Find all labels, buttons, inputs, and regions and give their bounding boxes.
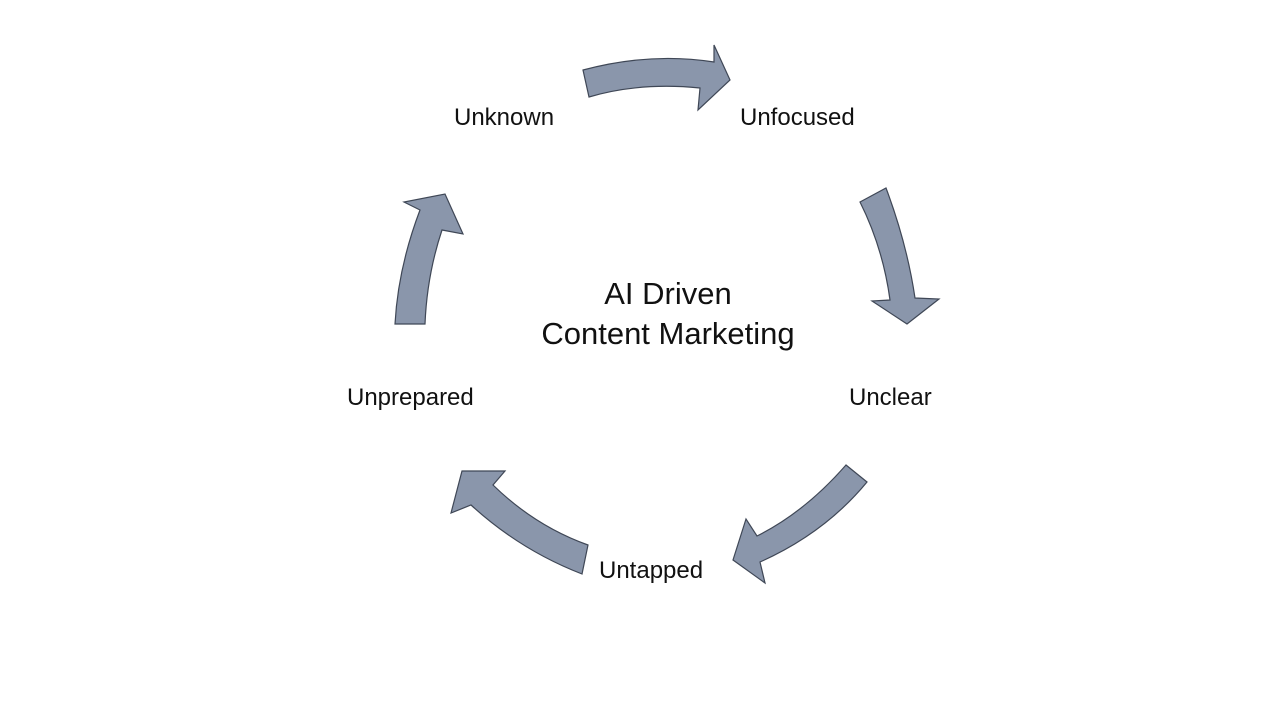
arrow-untapped-to-unprepared <box>450 470 589 575</box>
stage-label-unclear: Unclear <box>849 384 932 411</box>
stage-label-unfocused: Unfocused <box>740 104 855 131</box>
arrow-unclear-to-untapped <box>732 464 868 585</box>
arrow-unprepared-to-unknown <box>394 193 465 325</box>
arrow-unknown-to-unfocused <box>582 44 731 112</box>
center-title-line-2: Content Marketing <box>541 316 795 351</box>
center-title-line-1: AI Driven <box>604 276 732 311</box>
center-title: AI Driven Content Marketing <box>468 274 868 354</box>
stage-label-untapped: Untapped <box>599 557 704 584</box>
arrow-unfocused-to-unclear <box>859 187 941 325</box>
stage-label-unprepared: Unprepared <box>347 384 474 411</box>
stage-label-unknown: Unknown <box>454 104 555 131</box>
